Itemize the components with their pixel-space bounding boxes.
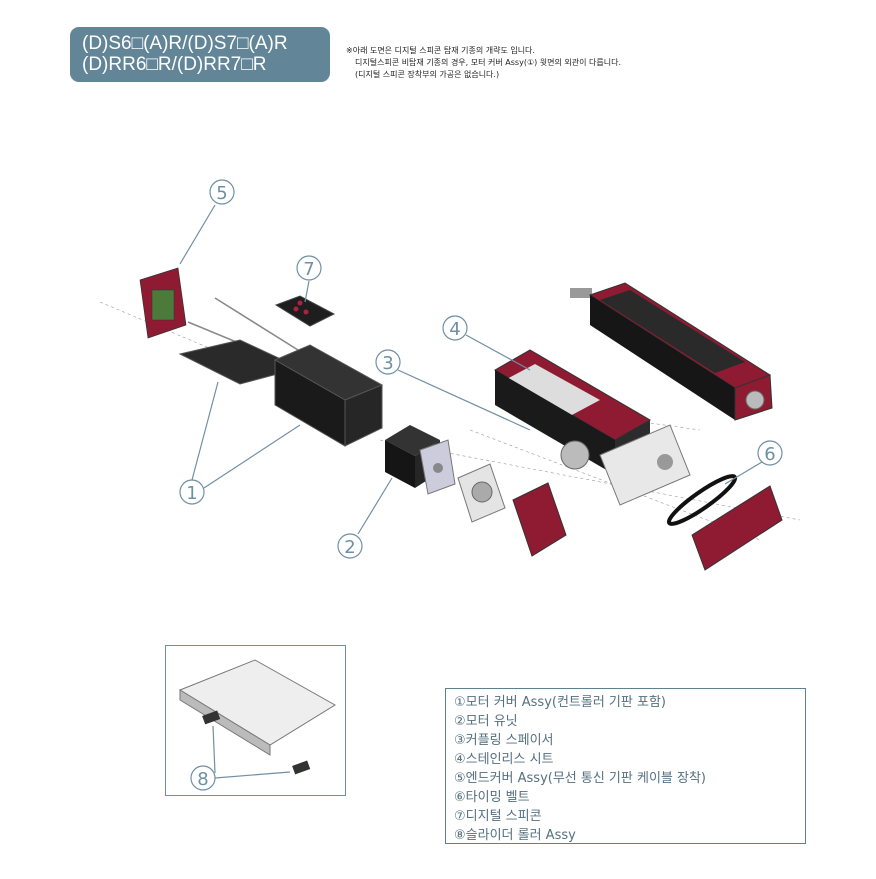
legend-item: ④스테인리스 시트	[454, 752, 554, 767]
note-line-3: (디지털 스피콘 장착부의 가공은 없습니다.)	[355, 70, 500, 79]
svg-text:8: 8	[197, 769, 208, 790]
motor-bracket	[512, 482, 567, 557]
legend-item: ⑧슬라이더 롤러 Assy	[454, 828, 576, 843]
note-line-2: 디지털스피콘 비탑재 기종의 경우, 모터 커버 Assy(①) 윗면의 외관이…	[355, 58, 622, 67]
legend-item: ⑤엔드커버 Assy(무선 통신 기판 케이블 장착)	[454, 771, 706, 786]
parts-legend: ①모터 커버 Assy(컨트롤러 기판 포함) ②모터 유닛 ③커플링 스페이서…	[445, 688, 806, 844]
svg-text:7: 7	[303, 259, 314, 280]
end-cover-assy	[139, 267, 187, 339]
svg-text:2: 2	[344, 537, 355, 558]
slider-inset-frame	[165, 645, 346, 796]
coupling-spacer	[457, 463, 506, 523]
model-line-1: (D)S6□(A)R/(D)S7□(A)R	[82, 33, 288, 54]
slider-roller-inset	[178, 659, 336, 779]
top-cover	[691, 485, 783, 571]
callout-3: 3	[375, 349, 401, 375]
legend-item: ②모터 유닛	[454, 714, 518, 729]
legend-item: ①모터 커버 Assy(컨트롤러 기판 포함)	[454, 695, 666, 710]
legend-item: ⑥타이밍 벨트	[454, 790, 530, 805]
legend-item: ③커플링 스페이서	[454, 733, 554, 748]
callout-6: 6	[757, 440, 783, 466]
model-line-2: (D)RR6□R/(D)RR7□R	[82, 54, 267, 75]
callout-5: 5	[209, 179, 235, 205]
legend-item: ⑦디지털 스피콘	[454, 809, 542, 824]
callout-2: 2	[337, 533, 363, 559]
timing-belt	[666, 474, 738, 526]
svg-text:3: 3	[382, 353, 393, 374]
svg-text:4: 4	[449, 319, 460, 340]
model-title-box: (D)S6□(A)R/(D)S7□(A)R (D)RR6□R/(D)RR7□R	[70, 27, 330, 82]
svg-text:5: 5	[216, 183, 227, 204]
assembled-actuator	[570, 282, 773, 421]
svg-text:1: 1	[186, 483, 197, 504]
motor-unit	[385, 425, 456, 495]
digital-spicon	[274, 295, 336, 327]
callouts: 1 2 3 4 5 6 7 8	[179, 179, 783, 791]
callout-1: 1	[179, 479, 205, 505]
actuator-body	[494, 349, 691, 506]
callout-7: 7	[296, 255, 322, 281]
svg-text:6: 6	[764, 444, 775, 465]
note: ※아래 도면은 디지털 스피콘 탑재 기종의 개략도 입니다. 디지털스피콘 비…	[346, 45, 621, 81]
leader-lines	[179, 204, 763, 535]
note-line-1: ※아래 도면은 디지털 스피콘 탑재 기종의 개략도 입니다.	[346, 46, 535, 55]
callout-4: 4	[442, 315, 468, 341]
motor-cover-assy	[178, 339, 384, 447]
